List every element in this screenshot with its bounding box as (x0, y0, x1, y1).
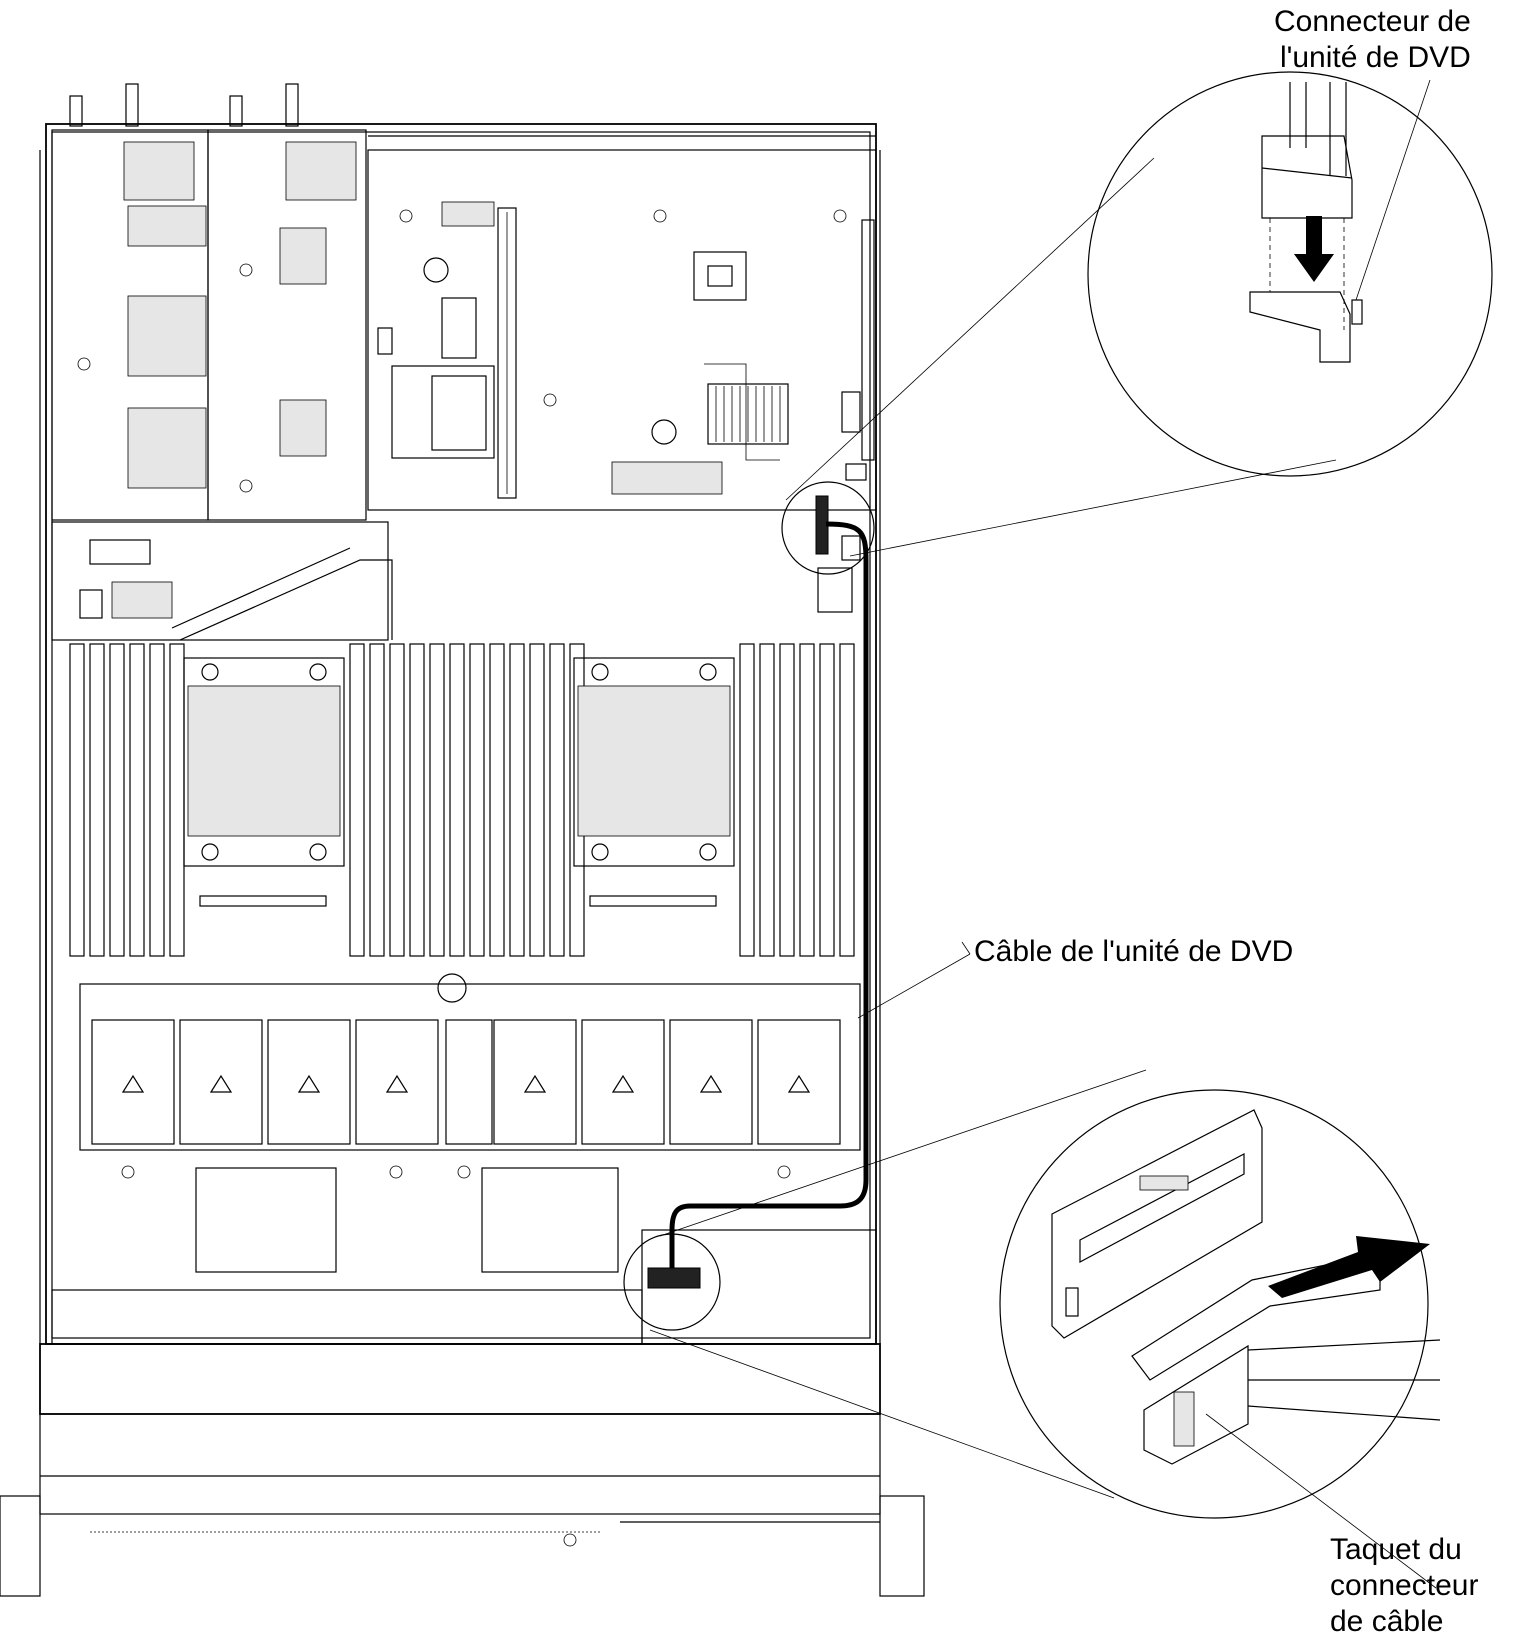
zoom-callout-lines (649, 79, 1437, 1589)
dimm-slots-left (69, 643, 185, 957)
dimm-slots-middle (349, 643, 585, 957)
cable-tab-label: Taquet du connecteur de câble (1330, 1532, 1478, 1640)
processor-2 (573, 657, 735, 907)
cable-tab-label-line3: de câble (1330, 1605, 1444, 1638)
dvd-connector-label-line1: Connecteur de (1274, 5, 1471, 38)
processor-1 (183, 657, 345, 907)
dimm-slots-right (739, 643, 855, 957)
chipset-heatsink (707, 383, 789, 445)
fan-modules (79, 973, 861, 1151)
detail-cable-connector-tab (999, 1089, 1441, 1519)
dvd-board-connector (781, 463, 875, 613)
dvd-cable-label-text: Câble de l'unité de DVD (974, 935, 1294, 968)
dvd-connector-label: Connecteur de l'unité de DVD (1274, 4, 1471, 76)
cable-tab-label-line2: connecteur (1330, 1569, 1479, 1602)
cable-tab-label-line1: Taquet du (1330, 1533, 1462, 1566)
riser-section (51, 521, 393, 641)
dvd-cable-label: Câble de l'unité de DVD (974, 934, 1293, 970)
dvd-drive-connector (623, 1233, 721, 1331)
dvd-cable (669, 521, 869, 1270)
motherboard-upper (367, 135, 877, 511)
power-supply-area (51, 129, 367, 521)
drive-bays (51, 1165, 877, 1345)
dvd-connector-label-line2: l'unité de DVD (1279, 41, 1471, 74)
detail-dvd-connector (1087, 71, 1493, 477)
